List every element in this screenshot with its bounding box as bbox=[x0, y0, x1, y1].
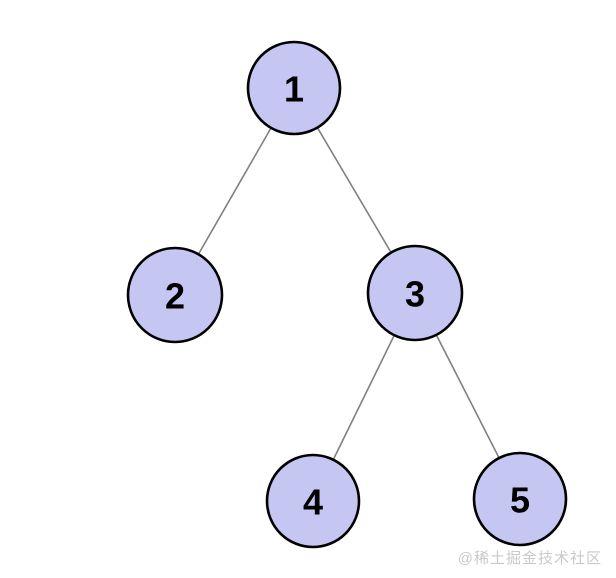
tree-node-label-3: 3 bbox=[405, 274, 425, 315]
tree-nodes-layer: 1 2 3 4 5 bbox=[126, 40, 568, 549]
tree-node-circle-4 bbox=[265, 453, 361, 549]
tree-node-circle-5 bbox=[472, 451, 568, 547]
tree-node-2: 2 bbox=[126, 246, 224, 344]
tree-node-1: 1 bbox=[246, 40, 342, 136]
tree-node-label-1: 1 bbox=[284, 69, 304, 110]
tree-node-3: 3 bbox=[366, 244, 464, 342]
tree-node-circle-1 bbox=[246, 40, 342, 136]
tree-node-circle-2 bbox=[126, 246, 224, 344]
tree-node-label-2: 2 bbox=[165, 276, 185, 317]
watermark-text: @稀土掘金技术社区 bbox=[457, 550, 602, 567]
tree-node-5: 5 bbox=[472, 451, 568, 547]
tree-node-circle-3 bbox=[366, 244, 464, 342]
tree-node-4: 4 bbox=[265, 453, 361, 549]
tree-edges-layer bbox=[174, 87, 521, 502]
tree-node-label-4: 4 bbox=[303, 482, 323, 523]
tree-node-label-5: 5 bbox=[510, 480, 530, 521]
